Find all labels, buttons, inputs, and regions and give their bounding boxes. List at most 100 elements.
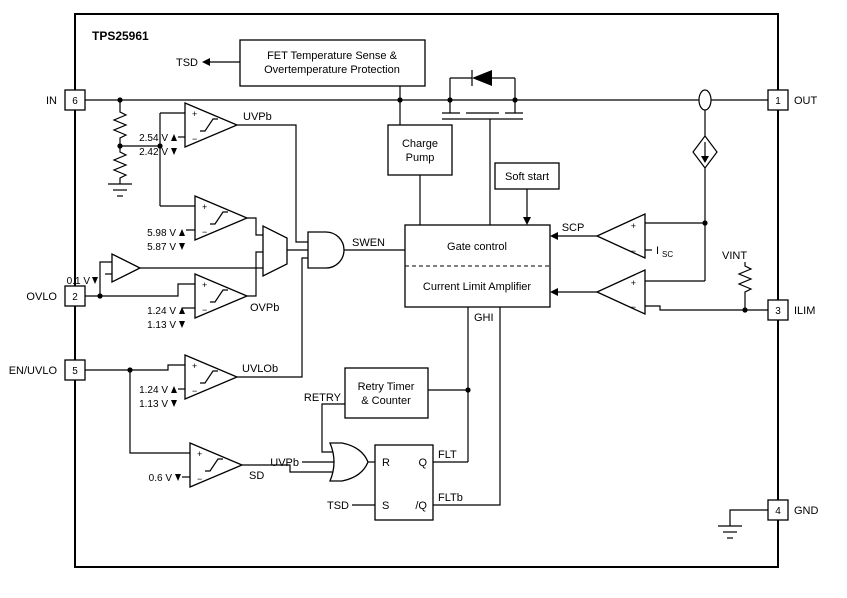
- wire: [247, 217, 263, 236]
- pin-out: 1 OUT: [767, 89, 818, 111]
- uvlo-comparator: + − 1.24 V 1.13 V UVLOb: [139, 354, 278, 410]
- mux-icon: [262, 224, 288, 278]
- soft-start-block: Soft start: [494, 162, 560, 225]
- falling-arrow-icon: [171, 148, 177, 155]
- wire-retry: [321, 403, 345, 453]
- plus-sign: +: [192, 361, 197, 371]
- ovlo-select-threshold: 0.1 V: [67, 276, 91, 287]
- uvpb-or-input-label: UVPb: [270, 457, 299, 469]
- plus-sign: +: [631, 221, 636, 231]
- plus-sign: +: [202, 280, 207, 290]
- charge-pump-label-2: Pump: [406, 152, 435, 164]
- pin-in-label: IN: [46, 95, 57, 107]
- isc-label: I: [656, 245, 659, 257]
- tsd-label: TSD: [176, 57, 198, 69]
- vin-ov-comparator-icon: [194, 195, 249, 241]
- plus-sign: +: [192, 109, 197, 119]
- pin-gnd: 4 GND: [767, 499, 819, 521]
- hysteresis-icon: [205, 458, 223, 472]
- ilim-amplifier: + − VINT: [550, 250, 747, 316]
- pin-ovlo-label: OVLO: [26, 291, 57, 303]
- junction: [117, 97, 123, 103]
- temp-sense-block: FET Temperature Sense & Overtemperature …: [176, 39, 426, 87]
- vint-label: VINT: [722, 250, 747, 262]
- pin-ovlo-box: [64, 285, 86, 307]
- uvlo-comparator-icon: [184, 354, 239, 400]
- wire-gnd: [729, 509, 768, 526]
- uvlo-fall-threshold: 1.13 V: [139, 399, 168, 410]
- junction: [117, 143, 123, 149]
- soft-start-arrowhead-icon: [523, 217, 531, 225]
- pin-out-box: [767, 89, 789, 111]
- pin-ilim-box: [767, 299, 789, 321]
- pin-in: 6 IN: [46, 89, 86, 111]
- soft-start-label: Soft start: [505, 171, 549, 183]
- body-diode-icon: [472, 70, 492, 86]
- hysteresis-icon: [200, 370, 218, 384]
- latch-q-label: Q: [418, 457, 427, 469]
- wire-sd: [242, 464, 337, 473]
- junction: [157, 143, 163, 149]
- pin-ilim-label: ILIM: [794, 305, 815, 317]
- junction-dots: [97, 97, 748, 393]
- pin-gnd-number: 4: [775, 506, 781, 517]
- pin-en-uvlo-label: EN/UVLO: [9, 365, 58, 377]
- temp-sense-label-1: FET Temperature Sense &: [267, 50, 397, 62]
- resistor-divider-top: [112, 100, 128, 146]
- junction: [465, 387, 471, 393]
- minus-sign: −: [631, 302, 636, 312]
- ovp-fall-threshold: 1.13 V: [147, 320, 176, 331]
- pin-out-number: 1: [775, 96, 781, 107]
- wire-uvlob: [237, 257, 308, 378]
- junction: [447, 97, 453, 103]
- chip-title: TPS25961: [92, 29, 149, 43]
- pin-in-box: [64, 89, 86, 111]
- minus-sign: −: [631, 246, 636, 256]
- resistor-divider-bottom: [112, 146, 128, 184]
- minus-sign: −: [197, 474, 202, 484]
- rising-arrow-icon: [171, 134, 177, 141]
- current-limit-label: Current Limit Amplifier: [423, 281, 532, 293]
- vin-ov-rise-threshold: 5.98 V: [147, 228, 176, 239]
- pin-ovlo: 2 OVLO: [26, 285, 86, 307]
- or-gate-icon: [329, 442, 369, 482]
- ovlo-select-comparator: 0.1 V: [67, 252, 142, 287]
- falling-arrow-icon: [171, 400, 177, 407]
- sd-label: SD: [249, 470, 264, 482]
- minus-sign: −: [192, 134, 197, 144]
- wire-en: [85, 364, 185, 371]
- uvp-rise-threshold: 2.54 V: [139, 133, 168, 144]
- rising-arrow-icon: [179, 229, 185, 236]
- falling-arrow-icon: [175, 474, 181, 481]
- junction: [397, 97, 403, 103]
- rising-arrow-icon: [171, 386, 177, 393]
- retry-timer-label-1: Retry Timer: [358, 381, 415, 393]
- minus-sign: −: [192, 386, 197, 396]
- ilim-arrowhead-icon: [550, 288, 558, 296]
- minus-sign: −: [202, 227, 207, 237]
- pin-ilim: 3 ILIM: [767, 299, 815, 321]
- pin-en-uvlo-box: [64, 359, 86, 381]
- uvp-comparator: + − 2.54 V 2.42 V UVPb: [139, 102, 272, 158]
- pin-en-uvlo-number: 5: [72, 366, 78, 377]
- current-source-arrowhead-icon: [701, 156, 709, 163]
- ground-symbol-divider: [108, 183, 132, 197]
- power-fet: [442, 70, 523, 120]
- latch-box: [374, 444, 434, 521]
- wire-ilim-pin: [645, 305, 768, 311]
- retry-timer-box: [344, 367, 429, 419]
- hysteresis-icon: [210, 211, 228, 225]
- logic-gates: SWEN UVPb RETRY TSD: [262, 224, 385, 512]
- wire-ovlo: [85, 283, 195, 297]
- ghi-label: GHI: [474, 312, 494, 324]
- sense-element-icon: [698, 89, 712, 111]
- falling-arrow-icon: [179, 321, 185, 328]
- soft-start-box: [494, 162, 560, 190]
- charge-pump-block: Charge Pump: [387, 124, 453, 176]
- retry-timer-label-2: & Counter: [361, 395, 411, 407]
- junction: [742, 307, 748, 313]
- sd-comparator-icon: [189, 442, 244, 488]
- scp-arrowhead-icon: [550, 232, 558, 240]
- wires: [85, 61, 768, 526]
